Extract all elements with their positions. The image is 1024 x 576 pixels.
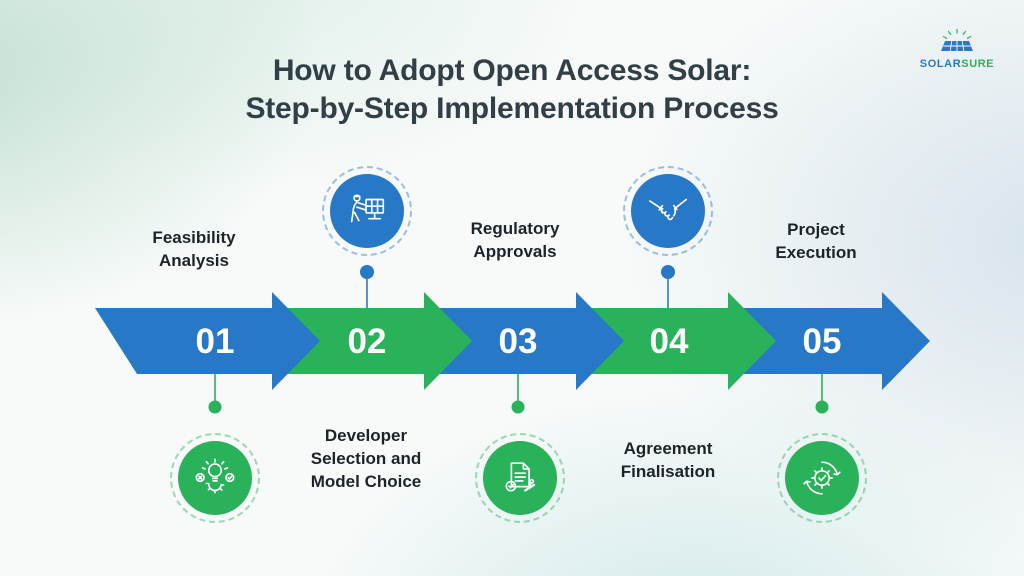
step-number-3: 03 xyxy=(498,322,538,361)
step4-icon-badge xyxy=(623,166,713,256)
solar-panel-sun-icon xyxy=(941,28,973,52)
connector-dot-step3 xyxy=(511,400,525,414)
step-number-5: 05 xyxy=(802,322,842,361)
connector-dot-step1 xyxy=(208,400,222,414)
arrow-step-1 xyxy=(95,292,320,390)
idea-validation-icon xyxy=(195,458,235,494)
step-number-2: 02 xyxy=(347,322,387,361)
step-label-1: Feasibility Analysis xyxy=(152,228,236,270)
step5-icon-disc xyxy=(785,441,859,515)
step3-icon-disc xyxy=(483,441,557,515)
connector-dot-step4 xyxy=(661,265,675,279)
arrow-step-3 xyxy=(424,292,624,390)
page-title: How to Adopt Open Access Solar: Step-by-… xyxy=(0,52,1024,128)
brand-name: SOLARSURE xyxy=(912,58,1002,70)
step-label-3: Regulatory Approvals xyxy=(470,219,560,261)
arrow-step-4 xyxy=(576,292,776,390)
connector-dot-step5 xyxy=(815,400,829,414)
brand-logo: SOLARSURE xyxy=(912,28,1002,70)
gear-check-cycle-icon xyxy=(803,461,841,495)
handshake-icon xyxy=(648,198,688,221)
step4-icon-disc xyxy=(631,174,705,248)
document-stamp-icon xyxy=(505,462,536,492)
page-title-line2: Step-by-Step Implementation Process xyxy=(245,92,779,125)
step-number-1: 01 xyxy=(195,322,235,361)
brand-name-sure: SURE xyxy=(961,58,995,70)
step2-icon-badge xyxy=(322,166,412,256)
brand-name-solar: SOLAR xyxy=(919,58,962,70)
step2-icon-disc xyxy=(330,174,404,248)
step-label-5: Project Execution xyxy=(775,220,857,262)
step-label-4: Agreement Finalisation xyxy=(620,439,716,481)
page-title-line1: How to Adopt Open Access Solar: xyxy=(272,54,752,87)
step3-icon-badge xyxy=(475,433,565,523)
step-label-2: Developer Selection and Model Choice xyxy=(310,426,422,491)
arrow-step-5 xyxy=(728,292,930,390)
arrow-step-2 xyxy=(272,292,472,390)
step5-icon-badge xyxy=(777,433,867,523)
solar-installer-icon xyxy=(350,194,385,223)
step1-icon-badge xyxy=(170,433,260,523)
step1-icon-disc xyxy=(178,441,252,515)
connector-dot-step2 xyxy=(360,265,374,279)
step-number-4: 04 xyxy=(649,322,689,361)
